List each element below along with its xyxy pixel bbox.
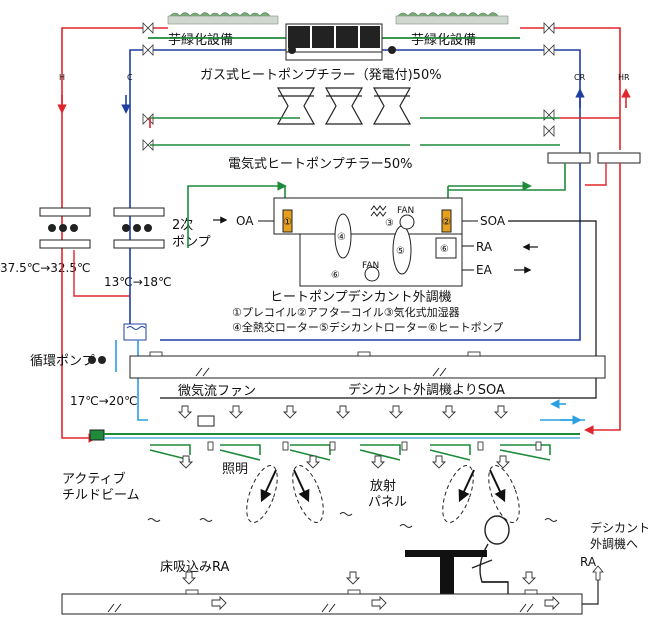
header-left-cold [114, 208, 164, 248]
header-box-right-1 [548, 153, 590, 163]
header-box-right-2 [598, 153, 640, 163]
active-chilled-beam [90, 430, 104, 440]
imo-greenery-left-label: 芋緑化設備 [168, 32, 233, 48]
desiccant-legend-line1: ①プレコイル②アフターコイル③気化式加湿器 [232, 305, 460, 319]
floor-intakes [186, 590, 537, 594]
pipe-label-hr: HR [618, 73, 630, 82]
pipe-label-cr: CR [574, 73, 586, 82]
desiccant-n1: ① [283, 217, 292, 228]
occupant-icon [472, 516, 509, 604]
ceiling-diffusers [150, 352, 480, 356]
cold-pipe-right [550, 50, 580, 160]
hot-pipe-right [520, 28, 620, 150]
header-left-hot [40, 208, 90, 248]
secondary-pump-label-1: 2次 [172, 217, 193, 233]
gas-chiller-unit [286, 24, 382, 60]
lighting-label: 照明 [222, 462, 248, 477]
active-beam-label-2: チルドビーム [62, 488, 140, 503]
micro-fan-box [198, 416, 214, 426]
ea-label: EA [476, 263, 493, 277]
ra-label: RA [476, 240, 493, 254]
desiccant-legend-line2: ④全熱交ローター⑤デシカントローター⑥ヒートポンプ [232, 320, 503, 334]
to-desiccant-label-2: 外調機へ [590, 536, 638, 551]
greenery-right [396, 13, 508, 25]
circ-pump-label: 循環ポンプ [30, 354, 95, 369]
imo-greenery-right-label: 芋緑化設備 [411, 32, 476, 48]
fan-top-label: FAN [397, 206, 414, 216]
air-jet-plumes [240, 462, 525, 527]
temp-hot-label: 37.5℃→32.5℃ [0, 261, 90, 275]
desiccant-n2: ② [442, 217, 451, 228]
soa-label: SOA [480, 214, 506, 228]
desiccant-n5: ⑤ [396, 246, 405, 257]
desiccant-n3: ③ [385, 218, 394, 229]
desiccant-unit [274, 198, 462, 286]
desiccant-n6a: ⑥ [440, 244, 449, 255]
secondary-pump-label-2: ポンプ [172, 235, 211, 250]
radiant-label-1: 放射 [370, 478, 396, 494]
micro-fan-label: 微気流ファン [178, 383, 256, 399]
to-desiccant-label-3: RA [580, 555, 597, 569]
fan-bottom-label: FAN [362, 261, 379, 271]
temp-cold-label: 13℃→18℃ [104, 275, 172, 289]
desiccant-n4: ④ [337, 232, 346, 243]
soa-from-desiccant-label: デシカント外調機よりSOA [348, 382, 505, 398]
floor-ra-label: 床吸込みRA [160, 560, 230, 575]
pipe-label-h: H [59, 73, 65, 82]
hot-pipe-top [62, 28, 148, 250]
active-beam-label-1: アクティブ [62, 471, 126, 487]
gas-chiller-label: ガス式ヒートポンプチラー（発電付)50% [200, 68, 442, 83]
to-desiccant-label-1: デシカント [590, 520, 650, 535]
circ-pump-icon [88, 356, 96, 364]
lighting-fixtures [208, 442, 541, 450]
electric-chiller-label: 電気式ヒートポンプチラー50% [228, 156, 413, 172]
desiccant-title: ヒートポンプデシカント外調機 [270, 289, 452, 305]
airflow-squiggles [148, 513, 557, 528]
desiccant-n6b: ⑥ [331, 270, 340, 281]
pipe-label-c: C [127, 73, 133, 82]
oa-label: OA [236, 214, 254, 228]
greenery-left [168, 13, 278, 25]
temp-circ-label: 17℃→20℃ [70, 394, 138, 408]
desk-icon [405, 550, 487, 600]
pump-icon [288, 46, 296, 54]
radiant-label-2: パネル [368, 495, 407, 510]
floor-plenum [62, 594, 582, 614]
soa-arrows [179, 406, 507, 418]
ceiling-duct [130, 356, 605, 378]
